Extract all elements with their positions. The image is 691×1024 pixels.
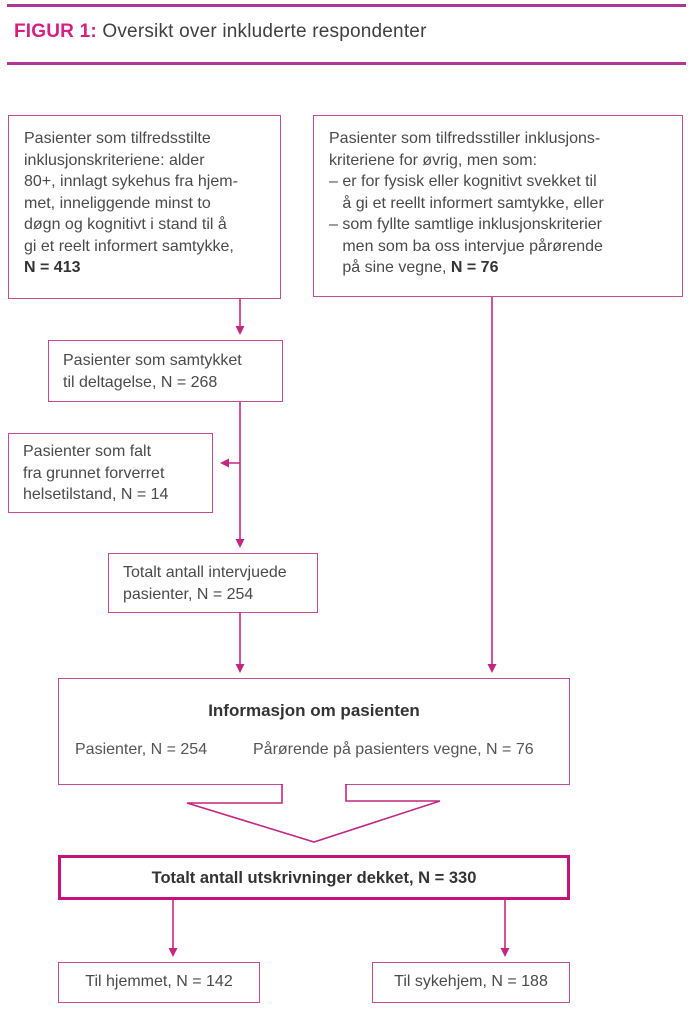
other-n-value: N = 76: [450, 259, 499, 276]
to-home-text: Til hjemmet, N = 142: [85, 973, 233, 990]
information-heading: Informasjon om pasienten: [208, 701, 420, 720]
merge-arrow-shape: [186, 784, 441, 843]
flow-box-consented: Pasienter som samtykket til deltagelse, …: [48, 340, 283, 402]
to-nursing-home-text: Til sykehjem, N = 188: [394, 973, 548, 990]
information-box-border-gap: [283, 782, 345, 787]
eligible-n-value: N = 413: [24, 259, 81, 276]
other-text: Pasienter som tilfredsstiller inklusjons…: [329, 130, 604, 276]
flow-box-other-inclusion: Pasienter som tilfredsstiller inklusjons…: [313, 115, 683, 297]
interviewed-text: Totalt antall intervjuede pasienter, N =…: [123, 564, 287, 603]
flow-box-to-home: Til hjemmet, N = 142: [58, 962, 260, 1003]
figure-title-text: Oversikt over inkluderte respondenter: [96, 21, 427, 42]
flow-box-dropped-out: Pasienter som falt fra grunnet forverret…: [8, 433, 213, 513]
flow-box-eligible-text: Pasienter som tilfredsstilte inklusjonsk…: [24, 128, 270, 279]
flow-box-to-nursing-home: Til sykehjem, N = 188: [372, 962, 570, 1003]
top-rule: [7, 4, 686, 7]
total-discharges-text: Totalt antall utskrivninger dekket, N = …: [151, 869, 477, 887]
eligible-text: Pasienter som tilfredsstilte inklusjonsk…: [24, 130, 238, 255]
figure-title: FIGUR 1: Oversikt over inkluderte respon…: [14, 21, 427, 43]
dropped-text: Pasienter som falt fra grunnet forverret…: [23, 443, 169, 503]
information-relatives-label: Pårørende på pasienters vegne, N = 76: [253, 741, 534, 758]
flow-box-other-text: Pasienter som tilfredsstiller inklusjons…: [329, 128, 674, 279]
title-underline-rule: [7, 62, 686, 65]
consented-text: Pasienter som samtykket til deltagelse, …: [63, 352, 242, 391]
flow-box-total-interviewed: Totalt antall intervjuede pasienter, N =…: [108, 553, 318, 613]
flow-box-total-discharges: Totalt antall utskrivninger dekket, N = …: [58, 855, 570, 900]
flow-box-patient-information: Informasjon om pasienten Pasienter, N = …: [58, 678, 570, 785]
flow-box-eligible-patients: Pasienter som tilfredsstilte inklusjonsk…: [8, 115, 281, 299]
information-patients-label: Pasienter, N = 254: [75, 741, 208, 758]
figure-label: FIGUR 1:: [14, 21, 97, 42]
